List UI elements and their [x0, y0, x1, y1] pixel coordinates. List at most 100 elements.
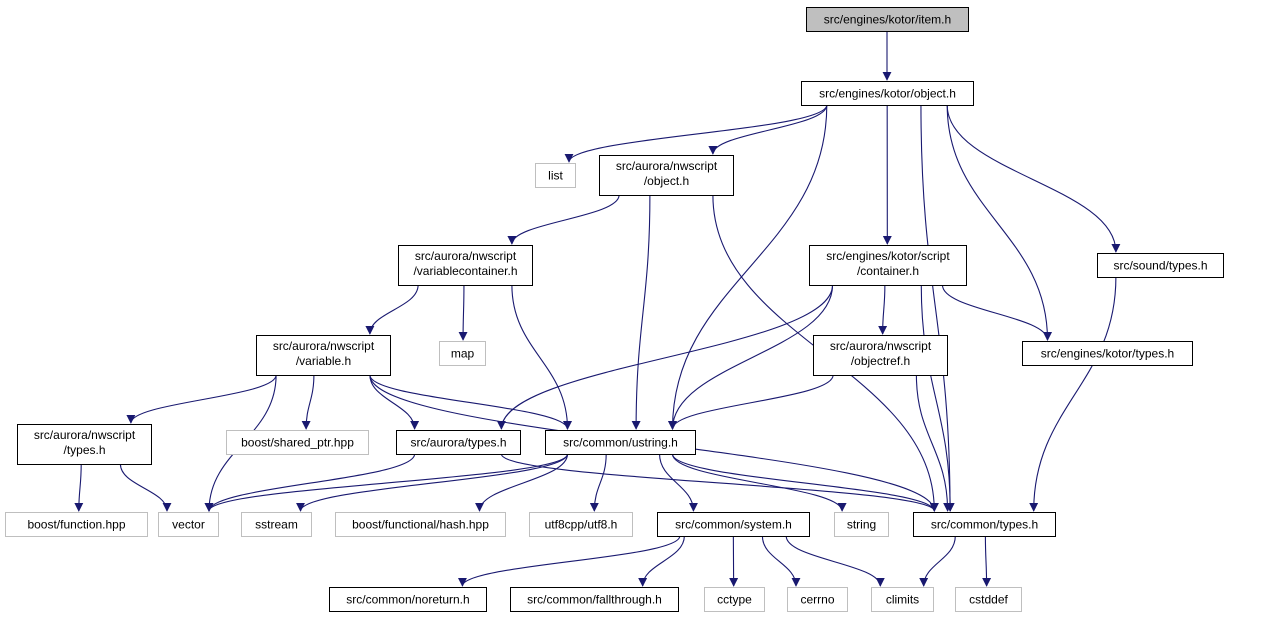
- edge-nws_variable-to-aurora_types: [369, 374, 420, 430]
- node-nws-objectref[interactable]: src/aurora/nwscript/objectref.h: [813, 335, 948, 376]
- edge-common_system-to-climits: [785, 535, 885, 587]
- node-box: [871, 587, 934, 612]
- edge-nws_variable-to-boost_shared_ptr: [301, 374, 315, 430]
- node-label: climits: [886, 593, 919, 607]
- edge-kotor_script_container-to-nws_objectref: [878, 284, 888, 335]
- edge-nws_objectref-to-common_types: [915, 374, 953, 512]
- node-climits: climits: [871, 587, 934, 612]
- edge-kotor_object-to-ustring: [668, 104, 828, 430]
- node-box: [809, 245, 967, 286]
- node-box: [510, 587, 679, 612]
- node-label: sstream: [255, 518, 298, 532]
- edge-kotor_script_container-to-common_types: [920, 284, 955, 512]
- node-label: /object.h: [644, 174, 689, 188]
- node-fallthrough[interactable]: src/common/fallthrough.h: [510, 587, 679, 612]
- node-box: [329, 587, 487, 612]
- node-label: src/engines/kotor/item.h: [824, 13, 951, 27]
- node-kotor-script-container[interactable]: src/engines/kotor/script/container.h: [809, 245, 967, 286]
- node-cerrno: cerrno: [787, 587, 848, 612]
- node-label: src/common/system.h: [675, 518, 792, 532]
- edge-ustring-to-common_types: [671, 453, 939, 512]
- node-label: src/aurora/types.h: [410, 436, 506, 450]
- node-box: [787, 587, 848, 612]
- node-box: [1097, 253, 1224, 278]
- node-box: [439, 341, 486, 366]
- node-label: /types.h: [63, 443, 105, 457]
- node-label: boost/functional/hash.hpp: [352, 518, 489, 532]
- node-boost-function: boost/function.hpp: [5, 512, 148, 537]
- edge-kotor_script_container-to-kotor_types: [941, 284, 1052, 341]
- node-label: src/engines/kotor/script: [826, 249, 950, 263]
- node-ustring[interactable]: src/common/ustring.h: [545, 430, 696, 455]
- node-box: [158, 512, 219, 537]
- node-box: [1022, 341, 1193, 366]
- edge-common_system-to-fallthrough: [638, 535, 685, 587]
- node-label: map: [451, 347, 475, 361]
- edge-kotor_script_container-to-ustring: [668, 284, 834, 430]
- node-nws-varcontainer[interactable]: src/aurora/nwscript/variablecontainer.h: [398, 245, 533, 286]
- edge-ustring-to-vector: [204, 453, 569, 512]
- node-noreturn[interactable]: src/common/noreturn.h: [329, 587, 487, 612]
- node-common-types[interactable]: src/common/types.h: [913, 512, 1056, 537]
- edge-nws_object-to-ustring: [631, 194, 651, 430]
- node-label: boost/function.hpp: [27, 518, 125, 532]
- node-box: [801, 81, 974, 106]
- node-cctype: cctype: [704, 587, 765, 612]
- node-label: cctype: [717, 593, 752, 607]
- node-box: [241, 512, 312, 537]
- node-label: /variablecontainer.h: [413, 264, 517, 278]
- node-box: [955, 587, 1022, 612]
- node-box: [599, 155, 734, 196]
- node-box: [806, 7, 969, 32]
- node-box: [657, 512, 810, 537]
- node-box: [335, 512, 506, 537]
- node-box: [5, 512, 148, 537]
- node-nws-object[interactable]: src/aurora/nwscript/object.h: [599, 155, 734, 196]
- node-label: src/engines/kotor/object.h: [819, 87, 956, 101]
- edge-nws_varcontainer-to-nws_variable: [365, 284, 419, 335]
- node-cstddef: cstddef: [955, 587, 1022, 612]
- node-item[interactable]: src/engines/kotor/item.h: [806, 7, 969, 32]
- node-kotor-object[interactable]: src/engines/kotor/object.h: [801, 81, 974, 106]
- node-box: [704, 587, 765, 612]
- node-box: [396, 430, 521, 455]
- edge-ustring-to-sstream: [296, 453, 569, 512]
- edge-common_types-to-climits: [919, 535, 956, 587]
- node-label: src/common/ustring.h: [563, 436, 678, 450]
- edge-nws_types-to-boost_function: [74, 463, 84, 512]
- node-vector: vector: [158, 512, 219, 537]
- node-label: /objectref.h: [851, 354, 910, 368]
- node-box: [256, 335, 391, 376]
- node-list: list: [535, 163, 576, 188]
- edge-nws_types-to-vector: [119, 463, 172, 512]
- node-label: src/aurora/nwscript: [34, 428, 136, 442]
- edge-ustring-to-utf8: [589, 453, 607, 512]
- node-common-system[interactable]: src/common/system.h: [657, 512, 810, 537]
- node-box: [913, 512, 1056, 537]
- edge-sound_types-to-common_types: [1029, 276, 1117, 512]
- node-boost-shared-ptr: boost/shared_ptr.hpp: [226, 430, 369, 455]
- node-nws-types[interactable]: src/aurora/nwscript/types.h: [17, 424, 152, 465]
- node-label: string: [847, 518, 876, 532]
- node-kotor-types[interactable]: src/engines/kotor/types.h: [1022, 341, 1193, 366]
- node-label: /container.h: [857, 264, 919, 278]
- node-label: src/aurora/nwscript: [616, 159, 718, 173]
- edges-layer: [74, 30, 1121, 587]
- node-label: src/common/fallthrough.h: [527, 593, 662, 607]
- node-sound-types[interactable]: src/sound/types.h: [1097, 253, 1224, 278]
- node-label: list: [548, 169, 563, 183]
- node-nws-variable[interactable]: src/aurora/nwscript/variable.h: [256, 335, 391, 376]
- edge-common_types-to-cstddef: [982, 535, 992, 587]
- edge-nws_varcontainer-to-ustring: [511, 284, 572, 430]
- edge-aurora_types-to-common_types: [500, 453, 939, 512]
- node-label: src/common/noreturn.h: [346, 593, 469, 607]
- edge-ustring-to-boost_functional_hash: [475, 453, 569, 512]
- node-label: cerrno: [800, 593, 834, 607]
- node-label: src/aurora/nwscript: [273, 339, 375, 353]
- node-aurora-types[interactable]: src/aurora/types.h: [396, 430, 521, 455]
- edge-nws_variable-to-ustring: [369, 374, 572, 430]
- node-string: string: [834, 512, 889, 537]
- node-label: utf8cpp/utf8.h: [545, 518, 618, 532]
- node-utf8: utf8cpp/utf8.h: [529, 512, 633, 537]
